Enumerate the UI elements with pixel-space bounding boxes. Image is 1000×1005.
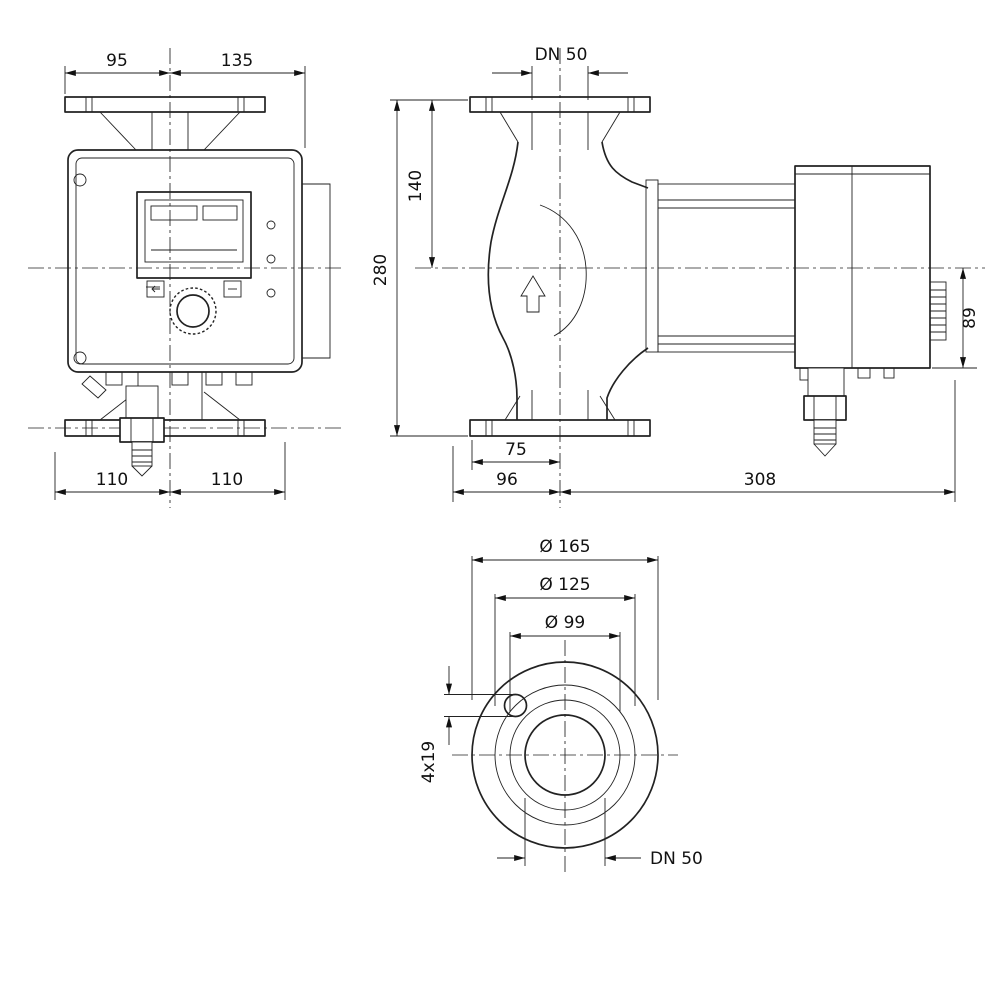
flow-direction-arrow: [520, 275, 546, 313]
dim-label-4x19: 4x19: [419, 741, 439, 784]
dim-front-top: 95 135: [64, 51, 306, 148]
dim-label-dn50-bottom: DN 50: [650, 849, 703, 869]
dim-label-89: 89: [960, 307, 980, 329]
flange-bore-circle: [524, 714, 606, 796]
front-display: [136, 191, 252, 288]
side-volute: [487, 141, 659, 420]
side-top-flange: [469, 96, 651, 150]
front-view: 95 135 110 110: [28, 48, 345, 508]
side-control-module: [794, 165, 947, 381]
side-bottom-flange: [469, 395, 651, 437]
flange-bottom-view: Ø 165 Ø 125 Ø 99 4x19 DN 50: [419, 537, 703, 872]
dim-label-280: 280: [371, 254, 391, 286]
dim-label-125: Ø 125: [539, 575, 590, 595]
flange-centerlines: [452, 640, 678, 872]
front-top-flange: [64, 96, 266, 151]
front-buttons: [146, 280, 242, 298]
dim-side-96-308: 96 308: [452, 380, 956, 502]
dim-flange-125: Ø 125: [494, 575, 636, 706]
front-bottom-flange: [64, 372, 266, 437]
flange-collar-circle: [509, 699, 621, 811]
dim-label-75: 75: [505, 440, 527, 460]
dim-label-96: 96: [496, 470, 518, 490]
dim-label-dn50-top: DN 50: [535, 45, 588, 65]
dim-front-bottom: 110 110: [54, 442, 286, 500]
dim-side-75: 75: [471, 440, 560, 470]
front-pump-body: [67, 149, 331, 373]
dim-side-dn50: DN 50: [492, 45, 628, 100]
side-view: DN 50 140 280 89 75 96 30: [371, 45, 985, 508]
front-knob: [169, 287, 217, 335]
side-cable-gland: [803, 367, 847, 457]
dim-label-135: 135: [221, 51, 253, 71]
front-cable-gland: [119, 385, 165, 477]
dim-flange-99: Ø 99: [509, 613, 621, 712]
dim-label-308: 308: [744, 470, 776, 490]
dim-label-110-right: 110: [211, 470, 243, 490]
dim-flange-boltholes: 4x19: [419, 666, 516, 783]
side-centerlines: [415, 48, 985, 508]
dim-label-110-left: 110: [96, 470, 128, 490]
dim-flange-165: Ø 165: [471, 537, 659, 700]
dim-side-140: 140: [390, 99, 468, 268]
dim-label-99: Ø 99: [545, 613, 585, 633]
dim-side-89: 89: [932, 268, 980, 369]
dim-label-165: Ø 165: [539, 537, 590, 557]
front-terminals: [81, 371, 253, 399]
dim-side-280: 280: [371, 100, 468, 437]
flange-outer-circle: [471, 661, 659, 849]
dim-label-95: 95: [106, 51, 128, 71]
dim-flange-dn50: DN 50: [497, 798, 703, 869]
flange-bolt-circle: [494, 684, 636, 826]
dim-label-140: 140: [406, 170, 426, 202]
